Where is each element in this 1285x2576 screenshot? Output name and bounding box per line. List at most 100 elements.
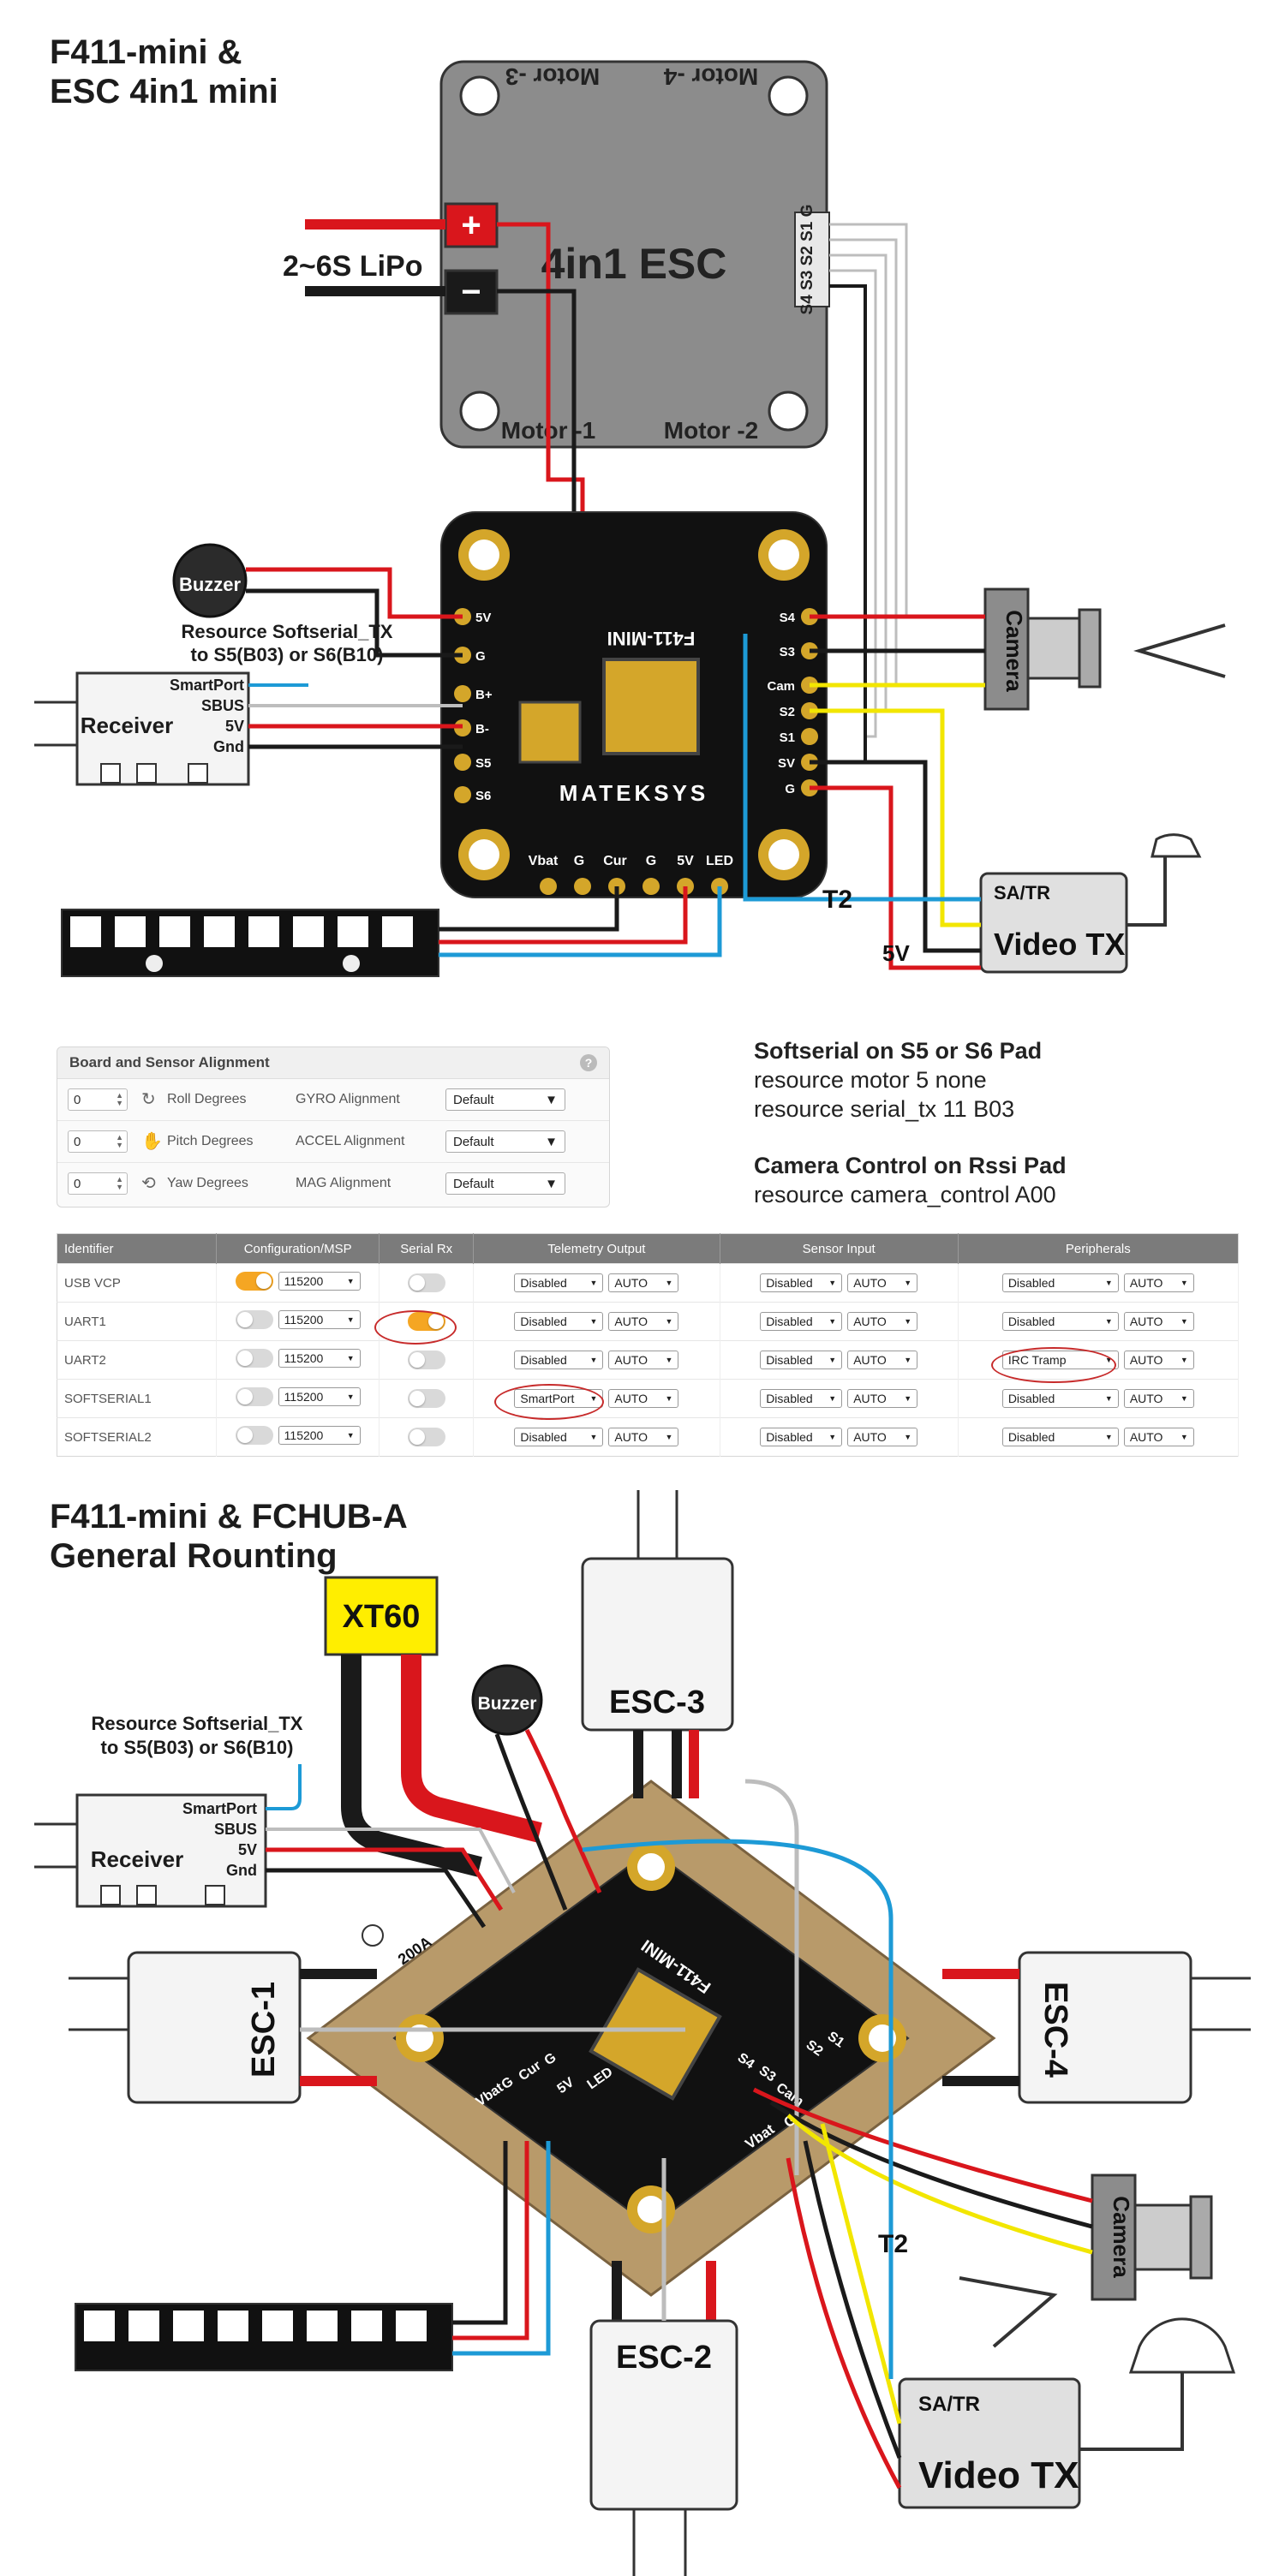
yaw-degrees-input[interactable]: 0▲▼ (68, 1172, 128, 1195)
diagram1-wiring: 4in1 ESC Motor -3 Motor -4 Motor -1 Moto… (34, 60, 1226, 977)
chevron-down-icon: ▼ (545, 1134, 558, 1149)
chevron-down-icon: ▼ (665, 1394, 673, 1403)
sensor-baud-select[interactable]: AUTO▼ (847, 1273, 918, 1292)
softserial-heading: Softserial on S5 or S6 Pad (754, 1038, 1043, 1064)
esc-title: 4in1 ESC (541, 240, 727, 288)
buzzer-icon (172, 543, 248, 618)
board-name: F411-MINI (607, 628, 696, 649)
motor4-label: Motor -4 (663, 63, 758, 90)
vtx-module (979, 833, 1202, 974)
spinner-icon[interactable]: ▲▼ (116, 1175, 123, 1191)
mag-alignment-select[interactable]: Default▼ (445, 1172, 565, 1195)
msp-baud-select[interactable]: 115200▼ (278, 1387, 361, 1406)
msp-toggle[interactable] (235, 1310, 273, 1329)
sensor-select[interactable]: Disabled▼ (760, 1273, 843, 1292)
peripherals-baud-select[interactable]: AUTO▼ (1123, 1351, 1194, 1369)
peripherals-select[interactable]: Disabled▼ (1001, 1312, 1119, 1331)
chevron-down-icon: ▼ (1180, 1279, 1188, 1287)
port-identifier: USB VCP (57, 1263, 217, 1303)
chevron-down-icon: ▼ (1104, 1433, 1113, 1441)
t2-label-2: T2 (878, 2230, 908, 2258)
pad-right-sv: SV (778, 756, 795, 771)
esc2-label: ESC-2 (616, 2340, 712, 2376)
receiver-module-2 (34, 1793, 267, 1908)
rx-pin-sbus: SBUS (201, 697, 244, 714)
sensor-baud-select[interactable]: AUTO▼ (847, 1351, 918, 1369)
serial-rx-toggle[interactable] (407, 1428, 445, 1446)
header-telemetry-output: Telemetry Output (473, 1233, 720, 1264)
msp-toggle[interactable] (235, 1426, 273, 1445)
telemetry-select[interactable]: Disabled▼ (514, 1351, 604, 1369)
chevron-down-icon: ▼ (828, 1394, 837, 1403)
serial-rx-toggle[interactable] (407, 1389, 445, 1408)
telemetry-select[interactable]: Disabled▼ (514, 1428, 604, 1446)
softserial-note-line1: Resource Softserial_TX (182, 621, 393, 642)
softserial-note2-line2: to S5(B03) or S6(B10) (101, 1737, 294, 1758)
chevron-down-icon: ▼ (346, 1431, 355, 1440)
peripherals-select[interactable]: Disabled▼ (1001, 1428, 1119, 1446)
peripherals-select[interactable]: Disabled▼ (1001, 1273, 1119, 1292)
yaw-degrees-label: Yaw Degrees (167, 1176, 248, 1190)
pad-left-s5: S5 (475, 756, 491, 771)
softserial-line1: resource motor 5 none (754, 1067, 987, 1093)
peripherals-baud-select[interactable]: AUTO▼ (1123, 1273, 1194, 1292)
smartport-highlight (494, 1384, 604, 1420)
help-icon[interactable]: ? (580, 1054, 597, 1071)
sensor-select[interactable]: Disabled▼ (760, 1389, 843, 1408)
pad-vbat: Vbat (529, 854, 559, 868)
peripherals-select[interactable]: Disabled▼ (1001, 1389, 1119, 1408)
serial-rx-toggle[interactable] (407, 1351, 445, 1369)
telemetry-baud-select[interactable]: AUTO▼ (608, 1389, 679, 1408)
pad-right-s3: S3 (780, 645, 795, 659)
ports-header-row: Identifier Configuration/MSP Serial Rx T… (57, 1233, 1239, 1264)
telemetry-baud-select[interactable]: AUTO▼ (608, 1351, 679, 1369)
msp-baud-select[interactable]: 115200▼ (278, 1272, 361, 1291)
telemetry-select[interactable]: Disabled▼ (514, 1273, 604, 1292)
port-identifier: UART2 (57, 1340, 217, 1380)
msp-toggle[interactable] (235, 1272, 273, 1291)
peripherals-baud-select[interactable]: AUTO▼ (1123, 1312, 1194, 1331)
sensor-select[interactable]: Disabled▼ (760, 1351, 843, 1369)
msp-baud-select[interactable]: 115200▼ (278, 1349, 361, 1368)
sensor-select[interactable]: Disabled▼ (760, 1428, 843, 1446)
minus-icon: − (461, 273, 481, 311)
chevron-down-icon: ▼ (1104, 1394, 1113, 1403)
pad-left-g: G (475, 649, 486, 664)
pad-left-5v: 5V (475, 611, 491, 625)
esc4-label: ESC-4 (1037, 1982, 1073, 2078)
camera-control-heading: Camera Control on Rssi Pad (754, 1153, 1067, 1178)
roll-degrees-input[interactable]: 0▲▼ (68, 1088, 128, 1111)
pitch-degrees-input[interactable]: 0▲▼ (68, 1130, 128, 1153)
camera-view-icon (1133, 623, 1226, 678)
sensor-baud-select[interactable]: AUTO▼ (847, 1428, 918, 1446)
peripherals-baud-select[interactable]: AUTO▼ (1123, 1389, 1194, 1408)
telemetry-baud-select[interactable]: AUTO▼ (608, 1428, 679, 1446)
msp-baud-select[interactable]: 115200▼ (278, 1310, 361, 1329)
accel-alignment-select[interactable]: Default▼ (445, 1130, 565, 1153)
mcu-chip (602, 658, 700, 755)
alignment-panel-header: Board and Sensor Alignment ? (57, 1047, 609, 1079)
fc-board: F411-MINI MATEKSYS Vbat G Cur G 5V LED 5… (440, 511, 828, 898)
chevron-down-icon: ▼ (1180, 1317, 1188, 1326)
msp-toggle[interactable] (235, 1349, 273, 1368)
spinner-icon[interactable]: ▲▼ (116, 1091, 123, 1107)
msp-toggle[interactable] (235, 1387, 273, 1406)
spinner-icon[interactable]: ▲▼ (116, 1133, 123, 1149)
irc-tramp-highlight (991, 1347, 1116, 1383)
msp-baud-select[interactable]: 115200▼ (278, 1426, 361, 1445)
sensor-baud-select[interactable]: AUTO▼ (847, 1389, 918, 1408)
sensor-baud-select[interactable]: AUTO▼ (847, 1312, 918, 1331)
sensor-select[interactable]: Disabled▼ (760, 1312, 843, 1331)
telemetry-select[interactable]: Disabled▼ (514, 1312, 604, 1331)
diagram2-title-line1: F411-mini & FCHUB-A (50, 1498, 408, 1535)
telemetry-baud-select[interactable]: AUTO▼ (608, 1312, 679, 1331)
pad-led: LED (706, 854, 733, 868)
gyro-alignment-select[interactable]: Default▼ (445, 1088, 565, 1111)
chevron-down-icon: ▼ (1104, 1279, 1113, 1287)
pad-right-s1: S1 (780, 730, 795, 745)
telemetry-baud-select[interactable]: AUTO▼ (608, 1273, 679, 1292)
serial-rx-toggle[interactable] (407, 1273, 445, 1292)
peripherals-baud-select[interactable]: AUTO▼ (1123, 1428, 1194, 1446)
chevron-down-icon: ▼ (589, 1279, 598, 1287)
